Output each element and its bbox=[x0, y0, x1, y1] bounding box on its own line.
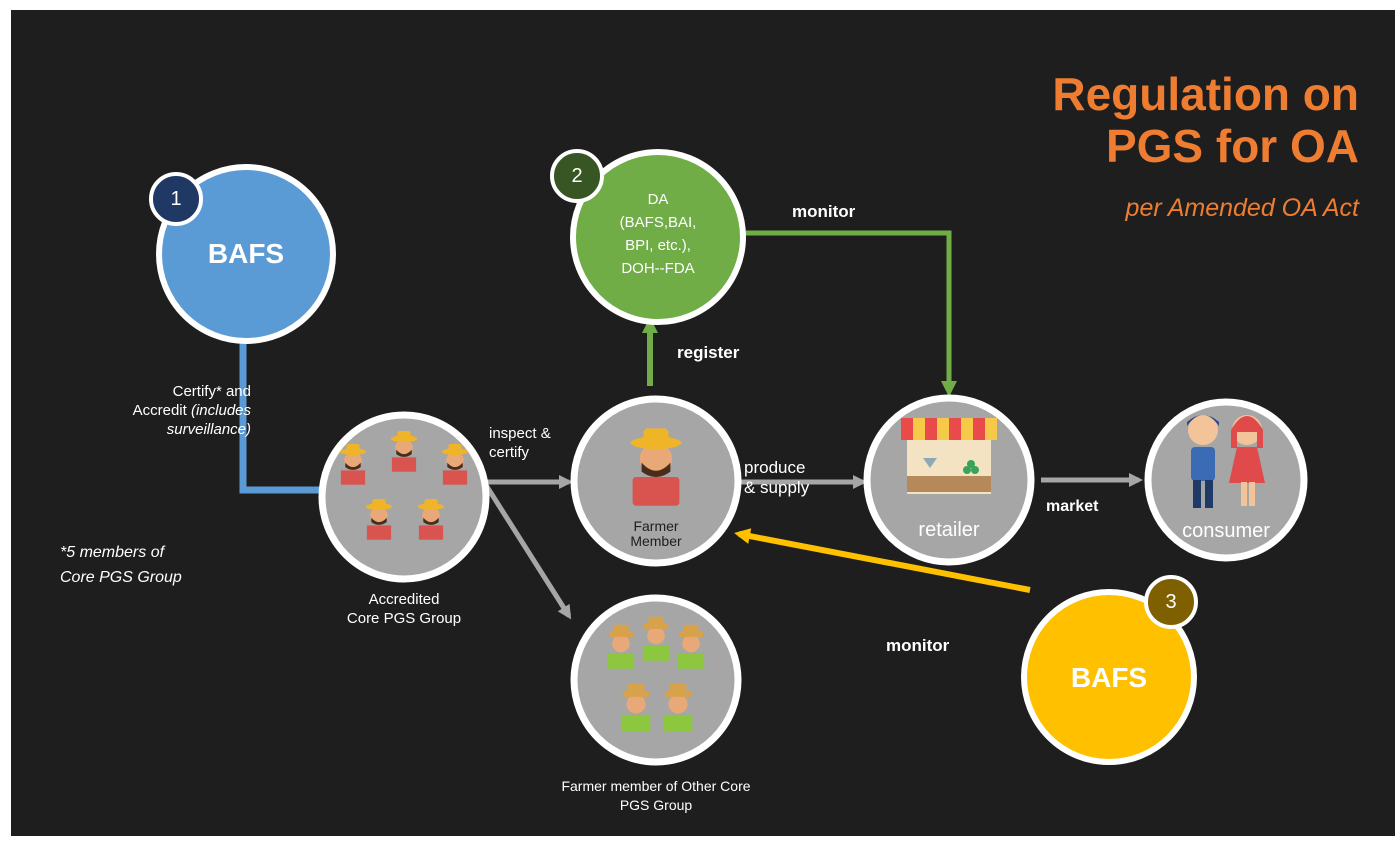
farmer-line-1: Farmer bbox=[633, 518, 679, 534]
certify-line-1: Certify* and bbox=[172, 383, 251, 400]
monitor-yellow-label: monitor bbox=[886, 636, 950, 655]
farmer-member-label: Farmer Member bbox=[606, 519, 706, 549]
certify-plain: Accredit bbox=[132, 402, 191, 419]
certify-line-2: Accredit (includes bbox=[111, 401, 251, 420]
inspect-label: inspect & certify bbox=[489, 424, 579, 462]
inspect-line-2: certify bbox=[489, 444, 530, 461]
monitor-green-arrow bbox=[729, 230, 957, 397]
subtitle: per Amended OA Act bbox=[1125, 194, 1359, 222]
core-group-node bbox=[318, 411, 490, 583]
farmer-group-icon bbox=[339, 431, 469, 540]
bafs-node-1 bbox=[149, 164, 336, 344]
farmer-member-node bbox=[570, 395, 742, 567]
other-group-node bbox=[570, 594, 742, 766]
core-group-caption: Accredited Core PGS Group bbox=[319, 590, 489, 628]
badge-1: 1 bbox=[170, 188, 182, 210]
certify-arrow bbox=[239, 296, 334, 495]
title-line2: PGS for OA bbox=[1105, 120, 1359, 172]
monitor-green-label: monitor bbox=[792, 202, 856, 221]
market-label: market bbox=[1046, 498, 1099, 515]
bafs-node-3 bbox=[1021, 575, 1198, 765]
register-label: register bbox=[677, 343, 740, 362]
da-label: DA (BAFS,BAI, BPI, etc.), DOH--FDA bbox=[598, 188, 718, 280]
monitor-yellow-arrow bbox=[734, 528, 1031, 593]
da-node bbox=[550, 149, 746, 325]
produce-line-1: produce bbox=[744, 458, 806, 477]
title-block: Regulation on PGS for OA bbox=[1052, 68, 1359, 172]
produce-label: produce & supply bbox=[744, 458, 809, 498]
certify-label: Certify* and Accredit (includes surveill… bbox=[111, 382, 251, 439]
core-caption-line-1: Accredited bbox=[368, 591, 440, 608]
bafs-label-1: BAFS bbox=[207, 238, 285, 269]
bafs-label-3: BAFS bbox=[1070, 662, 1148, 693]
footnote-line-2: Core PGS Group bbox=[60, 569, 182, 586]
footnote: *5 members of Core PGS Group bbox=[60, 540, 182, 590]
farmer-icon bbox=[630, 428, 682, 506]
title-line1: Regulation on bbox=[1052, 68, 1359, 120]
other-caption-line-1: Farmer member of Other Core bbox=[561, 778, 751, 794]
retailer-label: retailer bbox=[918, 519, 980, 541]
footnote-line-1: *5 members of bbox=[60, 544, 165, 561]
other-group-caption: Farmer member of Other Core PGS Group bbox=[531, 777, 781, 815]
diagram-canvas bbox=[149, 149, 1308, 766]
farmer-line-2: Member bbox=[630, 533, 682, 549]
certify-italic-1: (includes bbox=[190, 402, 251, 419]
certify-line-3: surveillance) bbox=[111, 420, 251, 439]
badge-2: 2 bbox=[571, 165, 583, 187]
couple-icon bbox=[1187, 415, 1265, 508]
other-caption-line-2: PGS Group bbox=[619, 797, 693, 813]
da-line-4: DOH--FDA bbox=[621, 260, 695, 277]
retailer-node bbox=[863, 394, 1035, 566]
farmer-crowd-icon bbox=[607, 616, 705, 732]
market-stall-icon bbox=[901, 418, 997, 494]
da-line-1: DA bbox=[647, 191, 669, 208]
produce-line-2: & supply bbox=[744, 478, 810, 497]
da-line-3: BPI, etc.), bbox=[625, 237, 691, 254]
da-line-2: (BAFS,BAI, bbox=[619, 214, 697, 231]
other-group-arrow bbox=[481, 480, 572, 620]
consumer-node bbox=[1144, 398, 1308, 562]
slide: Regulation on PGS for OA per Amended OA … bbox=[11, 10, 1395, 836]
consumer-label: consumer bbox=[1182, 520, 1270, 542]
certify-italic-2: surveillance) bbox=[166, 421, 251, 438]
core-caption-line-2: Core PGS Group bbox=[346, 610, 462, 627]
badge-3: 3 bbox=[1165, 591, 1177, 613]
inspect-line-1: inspect & bbox=[489, 425, 551, 442]
